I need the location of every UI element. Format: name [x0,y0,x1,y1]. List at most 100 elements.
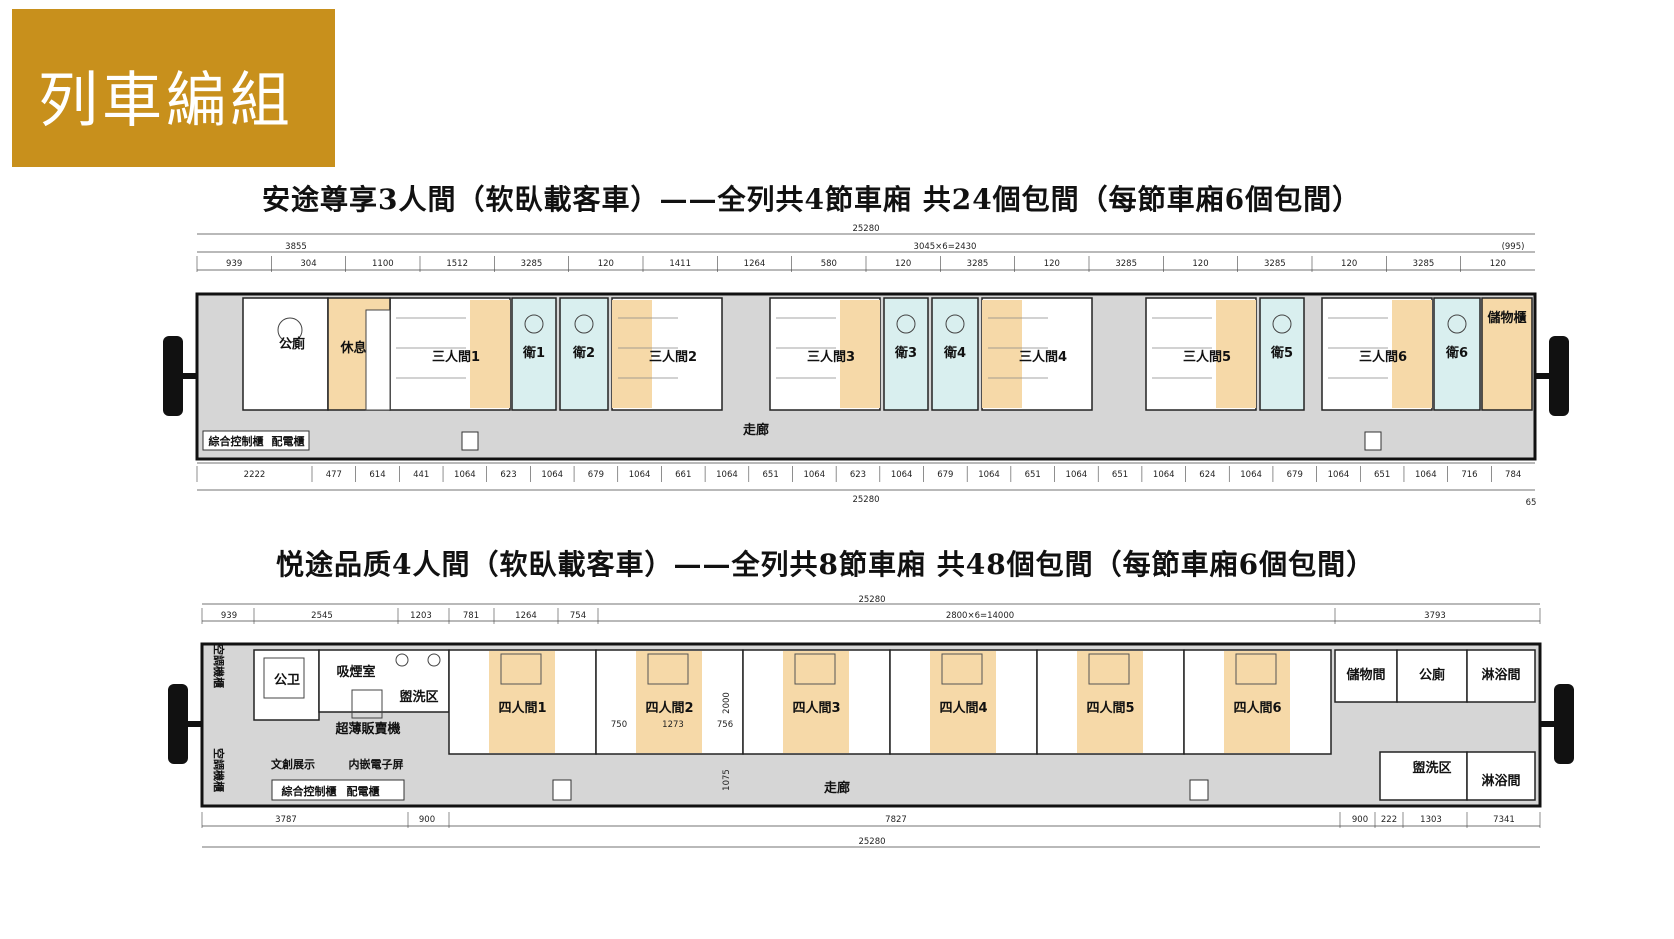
p2-dim-bottom: 7827 [885,815,907,825]
p1-room-fill [1216,300,1256,408]
p2-toilet2-label: 公廁 [1419,667,1445,683]
p1-toilet-bowl [574,314,594,334]
p1-dim-small: 3285 [1264,259,1286,269]
p2-room-fill [1224,651,1290,753]
p1-dim-bottom: 623 [500,470,516,480]
p1-toilet-bowl [896,314,916,334]
p1-room-label: 三人間4 [1019,349,1067,365]
p2-dim-overall: 25280 [858,595,885,605]
p2-smoking-label: 吸煙室 [336,664,375,680]
p2-bed [1088,653,1130,685]
p2-dim-1075: 1075 [722,769,732,791]
p2-exhibit-label: 文創展示 [271,757,315,771]
p1-dim-small: 304 [300,259,316,269]
p1-room-label: 三人間6 [1359,349,1407,365]
title-banner [12,9,335,167]
p2-bed [647,653,689,685]
p1-bath-4 [931,297,979,411]
p1-dim-bottom: 661 [675,470,691,480]
p2-shower2-label: 淋浴間 [1481,773,1520,789]
p1-dim-small: 3285 [967,259,989,269]
p1-dim-bottom: 1064 [629,470,651,480]
p2-control-label: 綜合控制櫃 [282,784,337,798]
p1-room-label: 三人間5 [1183,349,1231,365]
p1-power-label: 配電櫃 [272,434,305,448]
p2-room-fill [1077,651,1143,753]
p2-room-label: 四人間6 [1233,700,1281,716]
p1-dim-small: 3285 [1413,259,1435,269]
p1-toilet-label: 公廁 [279,336,305,352]
p2-shower1-label: 淋浴間 [1481,667,1520,683]
p1-room-fill [1392,300,1432,408]
p1-bath-5 [1259,297,1305,411]
p1-dim-bottom: 651 [1374,470,1390,480]
p1-dim-overall: 25280 [852,224,879,234]
p1-dim-bottom: 651 [1112,470,1128,480]
p1-dim-bottom: 624 [1199,470,1215,480]
p2-dim-top: 2800×6=14000 [946,611,1014,621]
p1-dim-small: 3285 [1115,259,1137,269]
plan1-heading: 安途尊享3人間（软臥載客車）——全列共4節車廂 共24個包間（每節車廂6個包間） [262,183,1362,216]
p1-bath-label: 衛4 [943,345,966,361]
p1-bath-label: 衛3 [894,345,917,361]
p1-toilet-bowl [945,314,965,334]
p1-dim-bottom: 614 [369,470,385,480]
p1-bath-label: 衛5 [1270,345,1293,361]
p2-washroom-label: 盥洗区 [399,689,438,705]
p2-dim-2000: 2000 [722,692,732,714]
p1-bath-1 [511,297,557,411]
p1-room-label: 三人間2 [649,349,697,365]
p1-dim-small: 3285 [521,259,543,269]
p1-dim-bottom: 441 [413,470,429,480]
p1-dim-bottom: 651 [763,470,779,480]
p2-wash2-label: 盥洗区 [1412,760,1451,776]
p2-bed [941,653,983,685]
p2-dim-top: 1264 [515,611,537,621]
p2-room-label: 四人間4 [939,700,987,716]
p1-dim-bottom: 1064 [803,470,825,480]
p2-room-label: 四人間2 [645,700,693,716]
plan2-heading: 悦途品质4人間（软臥載客車）——全列共8節車廂 共48個包間（每節車廂6個包間） [276,548,1376,581]
p1-bath-2 [559,297,609,411]
p2-dim-bottom: 1303 [1420,815,1442,825]
p1-toilet-bowl [1447,314,1467,334]
p1-room-fill [982,300,1022,408]
p1-control-label: 綜合控制櫃 [209,434,264,448]
p1-room-label: 三人間3 [807,349,855,365]
p2-dim-bottom-overall: 25280 [858,837,885,847]
p1-dim-small: 939 [226,259,242,269]
p2-bed [1235,653,1277,685]
p2-dim-bottom: 7341 [1493,815,1515,825]
p2-dim-750: 750 [611,720,627,730]
p1-room-label: 三人間1 [432,349,480,365]
p1-dim-3855: 3855 [285,242,307,252]
p2-bed [794,653,836,685]
p1-dim-small: 120 [895,259,911,269]
p1-bath-3 [883,297,929,411]
p1-bath-6 [1433,297,1481,411]
p2-toilet-label: 公卫 [274,673,300,688]
p1-dim-bottom: 1064 [716,470,738,480]
p1-toilet-bowl [1272,314,1292,334]
p2-dim-bottom: 900 [1352,815,1368,825]
p2-dim-bottom: 900 [419,815,435,825]
p1-dim-small: 580 [821,259,837,269]
p2-ac-cabinet-2: 空調機櫃 [212,748,226,792]
p1-bath-label: 衛1 [522,345,545,361]
p2-dim-bottom: 222 [1381,815,1397,825]
p2-vending-label: 超薄販賣機 [335,721,400,737]
p1-dim-small: 120 [1192,259,1208,269]
p1-dim-bottom: 651 [1025,470,1041,480]
p1-dim-small: 120 [1490,259,1506,269]
p2-dim-1273: 1273 [662,720,684,730]
p1-dim-bottom: 1064 [541,470,563,480]
p2-dim-top: 754 [570,611,586,621]
p1-dim-mid: 3045×6=2430 [914,242,977,252]
p1-room-fill [612,300,652,408]
p2-bed [500,653,542,685]
p1-dim-small: 120 [1044,259,1060,269]
p1-dim-small: 1100 [372,259,394,269]
p1-dim-small: 120 [598,259,614,269]
